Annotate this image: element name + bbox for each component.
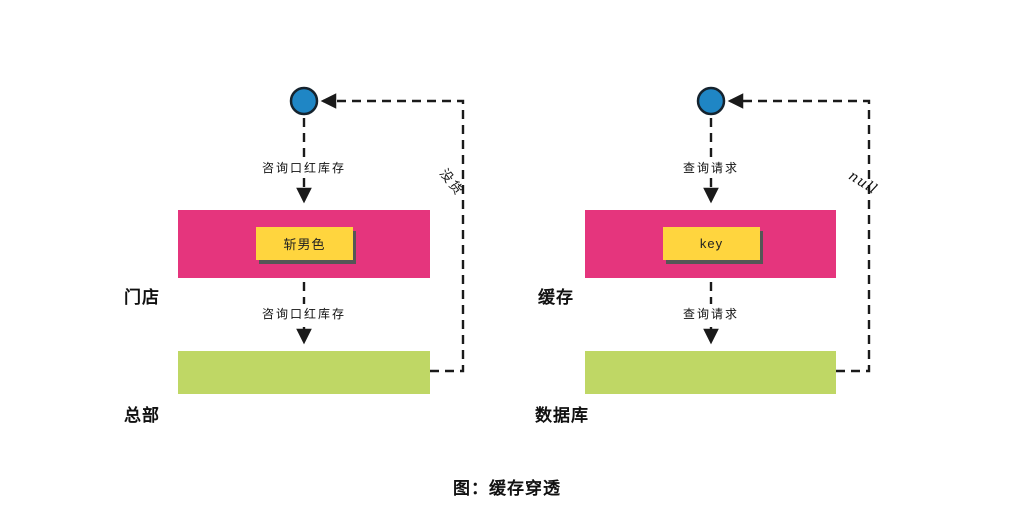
lipstick-tag: 斩男色 <box>256 227 353 260</box>
right-query-label: 查询请求 <box>671 158 751 177</box>
database-box <box>585 351 836 394</box>
left-forward-label: 咨询口红库存 <box>249 304 359 323</box>
store-label: 门店 <box>124 288 160 307</box>
right-forward-label: 查询请求 <box>671 304 751 323</box>
left-query-label: 咨询口红库存 <box>249 158 359 177</box>
database-label: 数据库 <box>535 406 589 425</box>
headquarters-box <box>178 351 430 394</box>
right-client-node-icon <box>696 86 726 116</box>
cache-label: 缓存 <box>538 288 574 307</box>
figure-caption: 图：缓存穿透 <box>453 479 561 498</box>
right-return-arrow <box>727 93 871 373</box>
key-tag: key <box>663 227 760 260</box>
left-client-node-icon <box>289 86 319 116</box>
left-return-arrow <box>320 93 465 373</box>
headquarters-label: 总部 <box>124 406 160 425</box>
